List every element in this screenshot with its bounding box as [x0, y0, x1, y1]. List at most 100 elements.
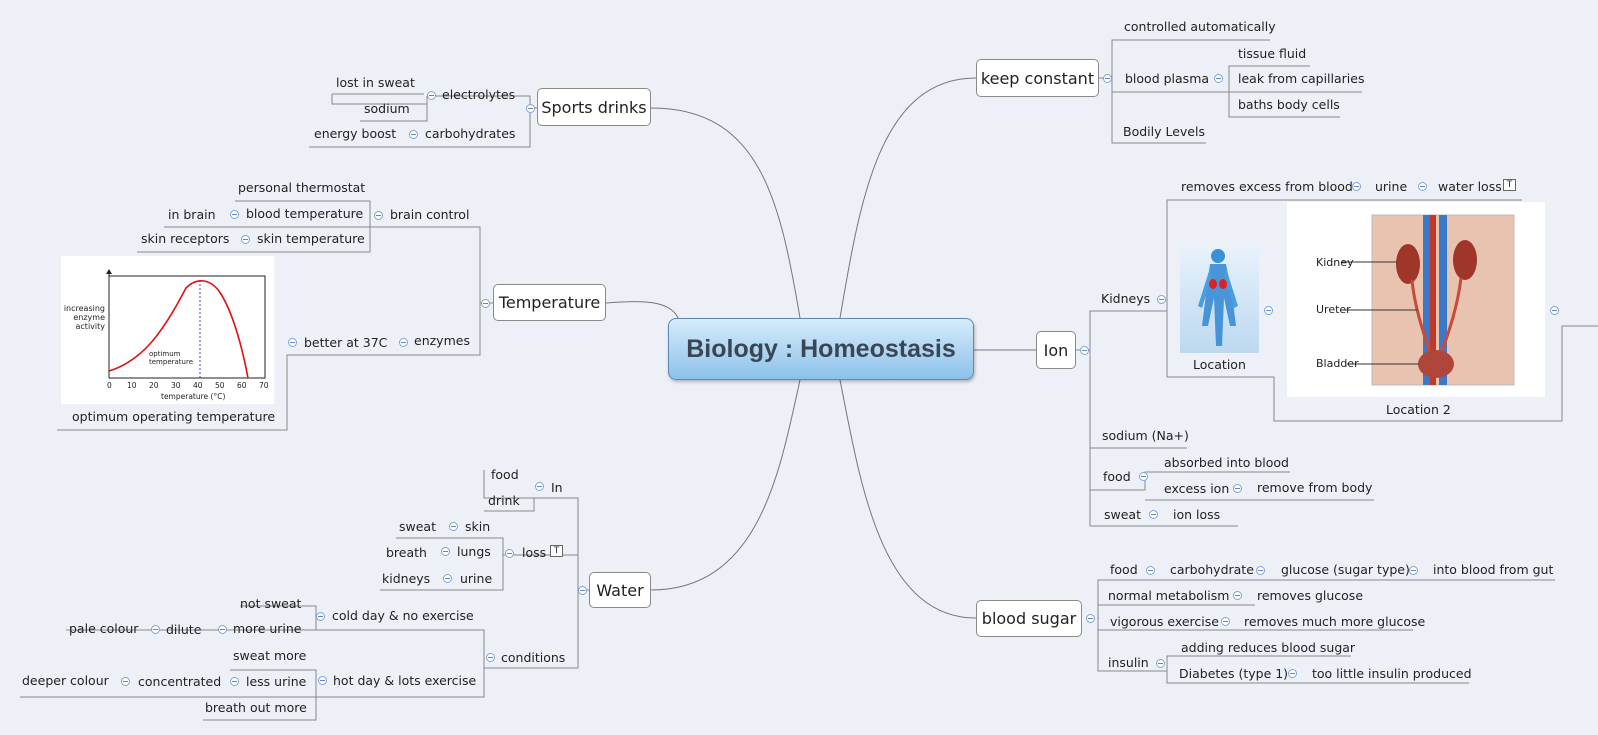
- node-urine[interactable]: urine: [460, 571, 493, 586]
- collapse-toggle[interactable]: [486, 653, 495, 662]
- node-sodium[interactable]: sodium: [364, 101, 410, 116]
- collapse-toggle[interactable]: [1139, 472, 1148, 481]
- node-lost-in-sweat[interactable]: lost in sweat: [336, 75, 415, 90]
- node-sweat-more[interactable]: sweat more: [233, 648, 307, 663]
- node-enzymes[interactable]: enzymes: [414, 333, 470, 348]
- collapse-toggle[interactable]: [1086, 614, 1095, 623]
- topic-keep-constant[interactable]: keep constant: [976, 59, 1099, 97]
- node-sweat[interactable]: sweat: [399, 519, 436, 534]
- node-carbohydrates[interactable]: carbohydrates: [425, 126, 516, 141]
- collapse-toggle[interactable]: [151, 625, 160, 634]
- collapse-toggle[interactable]: [121, 677, 130, 686]
- collapse-toggle[interactable]: [1214, 74, 1223, 83]
- topic-water[interactable]: Water: [589, 572, 651, 608]
- node-leak-from-capillaries[interactable]: leak from capillaries: [1238, 71, 1365, 86]
- node-water-loss[interactable]: water loss: [1438, 179, 1502, 194]
- node-adding-reduces-blood-sugar[interactable]: adding reduces blood sugar: [1181, 640, 1356, 655]
- node-in[interactable]: In: [551, 480, 563, 495]
- collapse-toggle[interactable]: [230, 677, 239, 686]
- collapse-toggle[interactable]: [1157, 295, 1166, 304]
- location-image[interactable]: [1180, 246, 1259, 353]
- node-food[interactable]: food: [491, 467, 519, 482]
- node-blood-plasma[interactable]: blood plasma: [1125, 71, 1210, 86]
- collapse-toggle[interactable]: [1233, 484, 1242, 493]
- node-food[interactable]: food: [1103, 469, 1131, 484]
- node-carbohydrate[interactable]: carbohydrate: [1170, 562, 1254, 577]
- collapse-toggle[interactable]: [1233, 591, 1242, 600]
- node-personal-thermostat[interactable]: personal thermostat: [238, 180, 366, 195]
- location-2-image[interactable]: Kidney Ureter Bladder: [1287, 202, 1545, 397]
- node-not-sweat[interactable]: not sweat: [240, 596, 302, 611]
- node-remove-from-body[interactable]: remove from body: [1257, 480, 1373, 495]
- node-electrolytes[interactable]: electrolytes: [442, 87, 516, 102]
- node-optimum-operating-temperature[interactable]: optimum operating temperature: [72, 409, 276, 424]
- collapse-toggle[interactable]: [427, 91, 436, 100]
- node-glucose[interactable]: glucose (sugar type): [1281, 562, 1410, 577]
- node-hot-day[interactable]: hot day & lots exercise: [333, 673, 477, 688]
- node-deeper-colour[interactable]: deeper colour: [22, 673, 109, 688]
- collapse-toggle[interactable]: [578, 586, 587, 595]
- node-sodium-na[interactable]: sodium (Na+): [1102, 428, 1189, 443]
- collapse-toggle[interactable]: [1080, 346, 1089, 355]
- node-skin[interactable]: skin: [465, 519, 491, 534]
- enzyme-activity-graph[interactable]: increasing enzyme activity optimum tempe…: [61, 256, 274, 404]
- node-more-urine[interactable]: more urine: [233, 621, 302, 636]
- collapse-toggle[interactable]: [409, 130, 418, 139]
- node-too-little-insulin[interactable]: too little insulin produced: [1312, 666, 1472, 681]
- collapse-toggle[interactable]: [1352, 182, 1361, 191]
- node-loss[interactable]: loss: [522, 545, 547, 560]
- collapse-toggle[interactable]: [318, 676, 327, 685]
- node-absorbed-into-blood[interactable]: absorbed into blood: [1164, 455, 1289, 470]
- collapse-toggle[interactable]: [241, 235, 250, 244]
- node-controlled-automatically[interactable]: controlled automatically: [1124, 19, 1276, 34]
- node-sweat[interactable]: sweat: [1104, 507, 1141, 522]
- central-topic[interactable]: Biology : Homeostasis: [668, 318, 974, 380]
- collapse-toggle[interactable]: [481, 299, 490, 308]
- node-in-brain[interactable]: in brain: [168, 207, 216, 222]
- collapse-toggle[interactable]: [316, 612, 325, 621]
- node-breath-out-more[interactable]: breath out more: [205, 700, 307, 715]
- node-lungs[interactable]: lungs: [457, 544, 491, 559]
- node-urine[interactable]: urine: [1375, 179, 1408, 194]
- collapse-toggle[interactable]: [1288, 669, 1297, 678]
- node-better-at-37c[interactable]: better at 37C: [304, 335, 388, 350]
- node-skin-temperature[interactable]: skin temperature: [257, 231, 365, 246]
- node-food[interactable]: food: [1110, 562, 1138, 577]
- collapse-toggle[interactable]: [1256, 566, 1265, 575]
- node-concentrated[interactable]: concentrated: [138, 674, 222, 689]
- collapse-toggle[interactable]: [1550, 306, 1559, 315]
- collapse-toggle[interactable]: [1409, 566, 1418, 575]
- collapse-toggle[interactable]: [1221, 617, 1230, 626]
- notes-icon[interactable]: T: [550, 545, 563, 557]
- node-baths-body-cells[interactable]: baths body cells: [1238, 97, 1340, 112]
- node-drink[interactable]: drink: [488, 493, 520, 508]
- collapse-toggle[interactable]: [230, 210, 239, 219]
- node-conditions[interactable]: conditions: [501, 650, 566, 665]
- collapse-toggle[interactable]: [505, 549, 514, 558]
- node-tissue-fluid[interactable]: tissue fluid: [1238, 46, 1307, 61]
- collapse-toggle[interactable]: [1146, 566, 1155, 575]
- node-brain-control[interactable]: brain control: [390, 207, 470, 222]
- collapse-toggle[interactable]: [1264, 306, 1273, 315]
- node-dilute[interactable]: dilute: [166, 622, 202, 637]
- collapse-toggle[interactable]: [374, 211, 383, 220]
- node-breath[interactable]: breath: [386, 545, 427, 560]
- node-blood-temperature[interactable]: blood temperature: [246, 206, 364, 221]
- node-ion-loss[interactable]: ion loss: [1173, 507, 1221, 522]
- collapse-toggle[interactable]: [1103, 74, 1112, 83]
- node-normal-metabolism[interactable]: normal metabolism: [1108, 588, 1230, 603]
- collapse-toggle[interactable]: [288, 338, 297, 347]
- node-removes-excess[interactable]: removes excess from blood: [1181, 179, 1353, 194]
- topic-temperature[interactable]: Temperature: [493, 284, 606, 321]
- collapse-toggle[interactable]: [1149, 510, 1158, 519]
- node-kidneys[interactable]: kidneys: [382, 571, 431, 586]
- collapse-toggle[interactable]: [1418, 182, 1427, 191]
- node-insulin[interactable]: insulin: [1108, 655, 1149, 670]
- node-cold-day[interactable]: cold day & no exercise: [332, 608, 474, 623]
- collapse-toggle[interactable]: [399, 338, 408, 347]
- node-bodily-levels[interactable]: Bodily Levels: [1123, 124, 1205, 139]
- topic-blood-sugar[interactable]: blood sugar: [976, 600, 1082, 637]
- collapse-toggle[interactable]: [535, 482, 544, 491]
- node-skin-receptors[interactable]: skin receptors: [141, 231, 230, 246]
- collapse-toggle[interactable]: [1156, 659, 1165, 668]
